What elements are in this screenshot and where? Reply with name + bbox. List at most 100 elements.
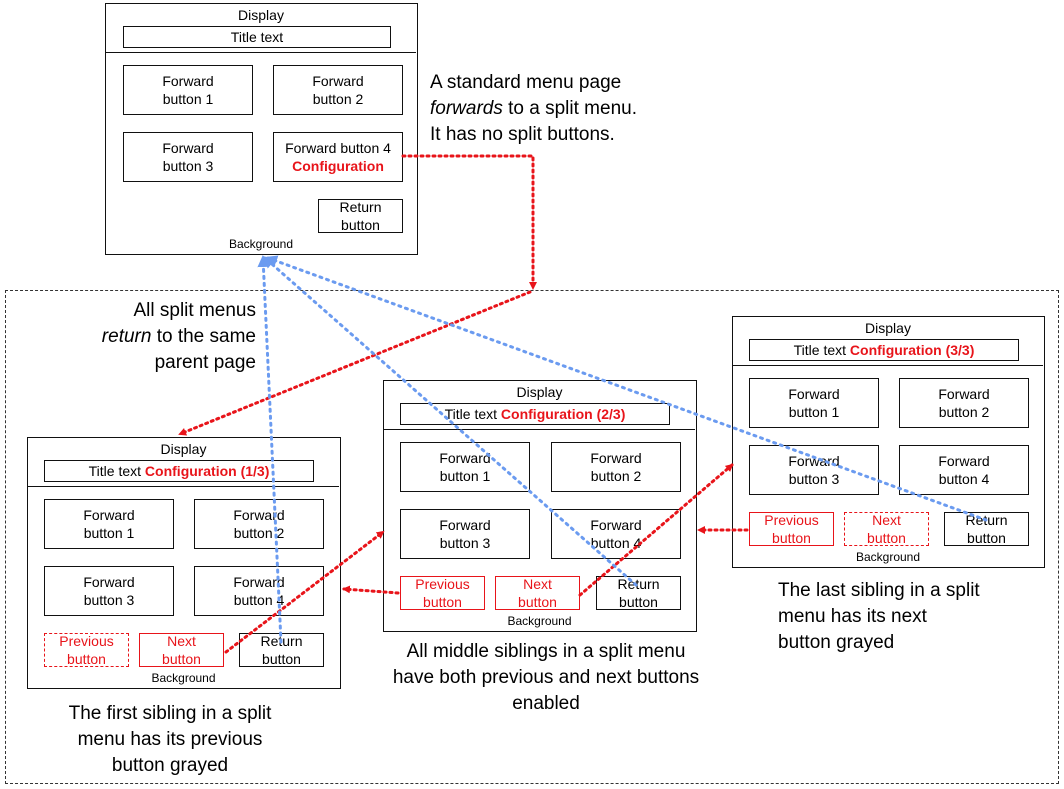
title-text-box: Title text Configuration (2/3)	[400, 403, 670, 425]
forward-button-2-label: Forward button 2	[590, 450, 642, 484]
return-note-emphasis: return	[101, 326, 152, 347]
next-arrow-1-to-2	[224, 530, 385, 654]
forward-button-4-label: Forward button 4	[285, 140, 391, 156]
forward-button-3-label: Forward button 3	[439, 517, 491, 551]
forward-button-3[interactable]: Forward button 3	[123, 132, 253, 182]
title-text-label: Title text	[444, 406, 498, 422]
configuration-label: Configuration	[292, 158, 384, 174]
forward-note: A standard menu page forwards to a split…	[430, 70, 690, 148]
next-button-label: Next button	[162, 633, 201, 667]
forward-note-line2: forwards to a split menu.	[430, 96, 690, 122]
configuration-label: Configuration (3/3)	[849, 342, 975, 358]
split-menu-2: Display Title text Configuration (2/3) F…	[383, 380, 697, 632]
separator	[733, 365, 1043, 366]
forward-arrow	[401, 154, 537, 290]
return-note-rest: to the same	[151, 326, 256, 347]
configuration-label: Configuration (2/3)	[500, 406, 626, 422]
forward-button-1[interactable]: Forward button 1	[749, 378, 879, 428]
forward-button-3-label: Forward button 3	[162, 140, 214, 174]
forward-button-1-label: Forward button 1	[83, 507, 135, 541]
forward-button-2[interactable]: Forward button 2	[899, 378, 1029, 428]
configuration-label: Configuration (1/3)	[144, 463, 270, 479]
forward-button-3-label: Forward button 3	[83, 574, 135, 608]
forward-button-4[interactable]: Forward button 4	[194, 566, 324, 616]
next-button-label: Next button	[867, 512, 906, 546]
last-sibling-note: The last sibling in a split menu has its…	[778, 580, 980, 653]
next-button[interactable]: Next button	[139, 633, 224, 667]
previous-button-label: Previous button	[415, 576, 470, 610]
split-menu-3: Display Title text Configuration (3/3) F…	[732, 316, 1045, 568]
return-note-line2: return to the same	[60, 324, 256, 350]
next-button[interactable]: Next button	[495, 576, 580, 610]
forward-note-line3: It has no split buttons.	[430, 124, 615, 145]
forward-button-1[interactable]: Forward button 1	[44, 499, 174, 549]
forward-button-1-label: Forward button 1	[439, 450, 491, 484]
return-button[interactable]: Return button	[944, 512, 1029, 546]
forward-button-1[interactable]: Forward button 1	[400, 442, 530, 492]
forward-note-line1: A standard menu page	[430, 72, 622, 93]
return-button[interactable]: Return button	[318, 199, 403, 233]
next-button-label: Next button	[518, 576, 557, 610]
forward-button-3[interactable]: Forward button 3	[44, 566, 174, 616]
standard-menu-page: Display Title text Forward button 1 Forw…	[105, 3, 418, 255]
return-note-line3: parent page	[154, 352, 256, 373]
separator	[28, 486, 339, 487]
forward-button-4[interactable]: Forward button 4	[551, 509, 681, 559]
forward-button-2-label: Forward button 2	[233, 507, 285, 541]
next-button-grayed: Next button	[844, 512, 929, 546]
title-text-box: Title text Configuration (1/3)	[44, 460, 314, 482]
return-button-label: Return button	[260, 633, 303, 667]
display-label: Display	[160, 441, 207, 457]
background-label: Background	[151, 671, 216, 685]
forward-button-3-label: Forward button 3	[788, 453, 840, 487]
return-button[interactable]: Return button	[596, 576, 681, 610]
forward-button-2-label: Forward button 2	[938, 386, 990, 420]
forward-button-4-label: Forward button 4	[590, 517, 642, 551]
return-button-label: Return button	[617, 576, 660, 610]
forward-button-1[interactable]: Forward button 1	[123, 65, 253, 115]
forward-note-emphasis: forwards	[430, 98, 503, 119]
display-label: Display	[516, 384, 563, 400]
forward-button-2[interactable]: Forward button 2	[194, 499, 324, 549]
title-text-label: Title text	[88, 463, 142, 479]
previous-button-label: Previous button	[764, 512, 819, 546]
split-menu-group-frame	[5, 290, 1059, 784]
forward-button-2-label: Forward button 2	[312, 73, 364, 107]
previous-button[interactable]: Previous button	[400, 576, 485, 610]
first-sibling-note: The first sibling in a split menu has it…	[68, 703, 272, 776]
display-label: Display	[238, 7, 284, 23]
return-note: All split menus return to the same paren…	[60, 298, 256, 376]
forward-button-4-label: Forward button 4	[938, 453, 990, 487]
split-menu-1: Display Title text Configuration (1/3) F…	[27, 437, 341, 689]
forward-button-3[interactable]: Forward button 3	[400, 509, 530, 559]
separator	[384, 429, 695, 430]
background-label: Background	[507, 614, 572, 628]
forward-button-4[interactable]: Forward button 4	[899, 445, 1029, 495]
forward-arrow-to-split1	[178, 290, 532, 436]
next-arrow-2-to-3	[578, 463, 734, 597]
middle-sibling-note: All middle siblings in a split menu have…	[392, 641, 700, 714]
previous-button-grayed: Previous button	[44, 633, 129, 667]
forward-button-1-label: Forward button 1	[788, 386, 840, 420]
previous-button[interactable]: Previous button	[749, 512, 834, 546]
separator	[106, 52, 416, 53]
forward-button-3[interactable]: Forward button 3	[749, 445, 879, 495]
title-text-box: Title text	[123, 26, 391, 48]
return-button-label: Return button	[339, 199, 382, 233]
forward-button-1-label: Forward button 1	[162, 73, 214, 107]
title-text-label: Title text	[793, 342, 847, 358]
title-text-box: Title text Configuration (3/3)	[749, 339, 1019, 361]
return-arrow-split3	[265, 255, 988, 522]
background-label: Background	[855, 550, 921, 564]
forward-note-rest: to a split menu.	[502, 98, 637, 119]
previous-arrow-2-to-1	[342, 585, 400, 595]
forward-button-2[interactable]: Forward button 2	[551, 442, 681, 492]
forward-button-2[interactable]: Forward button 2	[273, 65, 403, 115]
background-label: Background	[228, 237, 294, 251]
forward-button-4-configuration[interactable]: Forward button 4 Configuration	[273, 132, 403, 182]
return-note-line1: All split menus	[133, 300, 257, 321]
display-label: Display	[865, 320, 911, 336]
previous-button-label: Previous button	[59, 633, 114, 667]
return-arrow-split2	[262, 256, 638, 587]
